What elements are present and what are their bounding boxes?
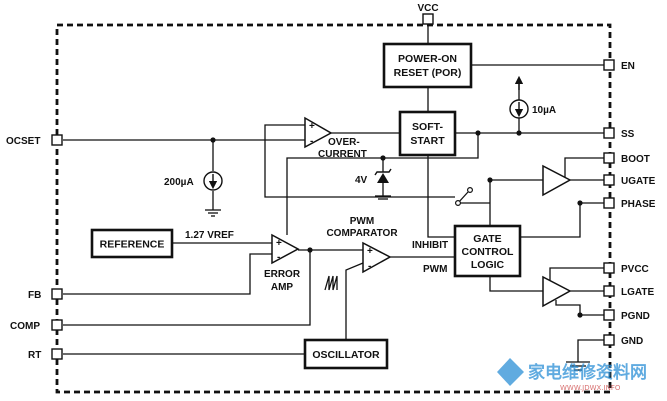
svg-text:家电维修资料网: 家电维修资料网 bbox=[528, 362, 647, 383]
svg-text:REFERENCE: REFERENCE bbox=[100, 239, 165, 251]
pin-label-boot: BOOT bbox=[621, 154, 650, 165]
current-source-10ua-icon bbox=[509, 99, 529, 119]
pin-fb bbox=[51, 288, 63, 300]
upper-gate-driver bbox=[542, 164, 572, 197]
error-amp-label-2: AMP bbox=[271, 282, 294, 293]
pin-label-ocset: OCSET bbox=[6, 136, 40, 147]
pin-pgnd bbox=[603, 309, 615, 321]
svg-text:WWW.JDWX.INFO: WWW.JDWX.INFO bbox=[560, 384, 621, 392]
error-amp-label-1: ERROR bbox=[264, 269, 301, 280]
reference-block: REFERENCE bbox=[90, 228, 174, 259]
svg-text:GATE: GATE bbox=[473, 233, 501, 245]
oscillator-block: OSCILLATOR bbox=[303, 338, 389, 370]
zener-4v-label: 4V bbox=[355, 175, 368, 186]
gate-control-logic-block: GATE CONTROL LOGIC bbox=[453, 224, 522, 278]
svg-text:+: + bbox=[309, 121, 315, 132]
pin-label-ss: SS bbox=[621, 129, 635, 140]
chip-outline bbox=[55, 23, 612, 394]
pin-gnd bbox=[603, 334, 615, 346]
current-source-200ua-icon bbox=[203, 171, 223, 191]
pin-label-en: EN bbox=[621, 61, 635, 72]
junctions bbox=[210, 130, 583, 318]
svg-text:START: START bbox=[410, 135, 445, 147]
svg-text:CONTROL: CONTROL bbox=[462, 246, 514, 258]
pins bbox=[51, 13, 615, 360]
pin-label-vcc: VCC bbox=[417, 3, 438, 14]
svg-text:SOFT-: SOFT- bbox=[412, 121, 443, 133]
pwm-comparator-label-2: COMPARATOR bbox=[326, 228, 398, 239]
sawtooth-icon bbox=[324, 275, 338, 291]
svg-text:POWER-ON: POWER-ON bbox=[398, 53, 457, 65]
pin-label-comp: COMP bbox=[10, 321, 40, 332]
svg-text:-: - bbox=[368, 261, 371, 272]
overcurrent-label-2: CURRENT bbox=[318, 149, 367, 160]
overcurrent-label-1: OVER- bbox=[328, 137, 360, 148]
pin-label-ugate: UGATE bbox=[621, 176, 656, 187]
pin-comp bbox=[51, 319, 63, 331]
svg-text:+: + bbox=[367, 246, 373, 257]
current-200ua-label: 200µA bbox=[164, 177, 194, 188]
watermark: 家电维修资料网 WWW.JDWX.INFO bbox=[497, 358, 647, 392]
wiring bbox=[63, 19, 604, 371]
soft-start-block: SOFT- START bbox=[398, 110, 457, 157]
pin-ocset bbox=[51, 134, 63, 146]
pin-label-lgate: LGATE bbox=[621, 287, 654, 298]
pin-pvcc bbox=[603, 262, 615, 274]
svg-text:LOGIC: LOGIC bbox=[471, 259, 505, 271]
pin-label-fb: FB bbox=[28, 290, 41, 301]
pin-label-gnd: GND bbox=[621, 336, 643, 347]
pin-boot bbox=[603, 152, 615, 164]
pwm-label: PWM bbox=[423, 264, 447, 275]
error-amplifier: + - bbox=[271, 233, 300, 265]
svg-text:-: - bbox=[310, 136, 313, 147]
pin-label-pgnd: PGND bbox=[621, 311, 650, 322]
pin-label-pvcc: PVCC bbox=[621, 264, 649, 275]
overcurrent-comparator: + - bbox=[304, 116, 333, 149]
por-block: POWER-ON RESET (POR) bbox=[382, 42, 473, 89]
zener-diode-icon bbox=[374, 168, 392, 183]
pin-lgate bbox=[603, 285, 615, 297]
pin-en bbox=[603, 59, 615, 71]
pin-ugate bbox=[603, 174, 615, 186]
pin-ss bbox=[603, 127, 615, 139]
svg-text:RESET (POR): RESET (POR) bbox=[394, 67, 462, 79]
pin-label-rt: RT bbox=[28, 350, 41, 361]
pin-label-phase: PHASE bbox=[621, 199, 656, 210]
svg-text:OSCILLATOR: OSCILLATOR bbox=[312, 349, 380, 361]
svg-text:-: - bbox=[277, 252, 280, 263]
pin-rt bbox=[51, 348, 63, 360]
lower-gate-driver bbox=[542, 275, 572, 308]
pwm-comparator-label-1: PWM bbox=[350, 216, 374, 227]
inhibit-label: INHIBIT bbox=[412, 240, 448, 251]
svg-text:+: + bbox=[276, 238, 282, 249]
vref-label: 1.27 VREF bbox=[185, 230, 234, 241]
current-10ua-label: 10µA bbox=[532, 105, 556, 116]
pin-vcc bbox=[422, 13, 434, 25]
pin-phase bbox=[603, 197, 615, 209]
pwm-comparator: + - bbox=[362, 241, 392, 274]
